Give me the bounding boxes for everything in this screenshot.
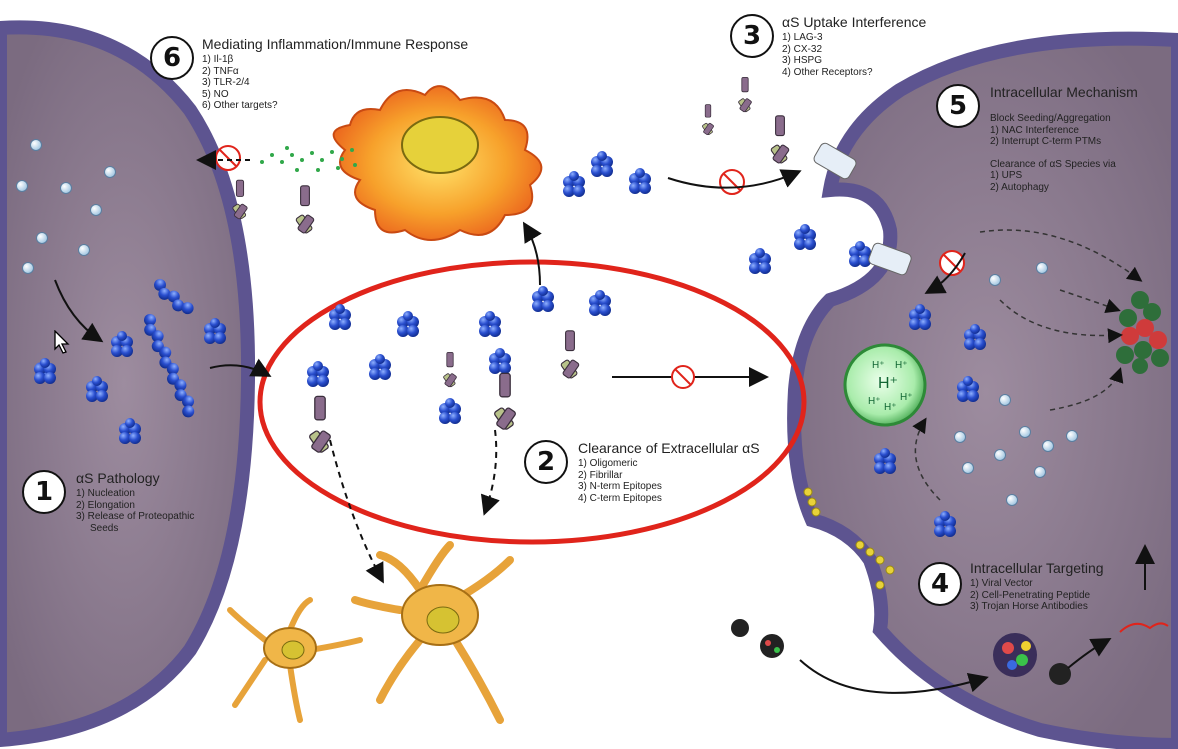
ring-to-neuron-arrow-1 [329, 439, 384, 584]
no-entry-icon [671, 365, 695, 389]
exocytosis-arrow [924, 252, 966, 294]
no-entry-icon [215, 145, 241, 171]
uptake-oligomers [563, 151, 871, 274]
microglia-icon [332, 85, 543, 241]
oligomers-ring [307, 286, 611, 424]
mrna-strand [1119, 622, 1169, 633]
svg-text:H⁺: H⁺ [868, 396, 881, 407]
section-number-2: 2 [524, 440, 568, 484]
vector-arrow [799, 659, 989, 694]
clearance-ring [257, 259, 807, 545]
no-entry-icon [719, 169, 745, 195]
targeting-title: Intracellular Targeting [970, 560, 1104, 576]
neuron-icon [227, 541, 514, 724]
svg-text:H⁺: H⁺ [900, 392, 913, 403]
svg-text:H⁺: H⁺ [878, 375, 898, 392]
section-number-3: 3 [730, 14, 774, 58]
intracellular-dashed-arrows [912, 229, 1143, 501]
section-number-6: 6 [150, 36, 194, 80]
receptor-icon [813, 142, 912, 276]
nucleation-arrow [54, 279, 104, 343]
mechanism-title: Intracellular Mechanism [990, 84, 1138, 100]
uptake-title: αS Uptake Interference [782, 14, 927, 30]
ring-to-microglia-arrow [522, 221, 542, 286]
antibodies-ring [308, 330, 581, 454]
clearance-title: Clearance of Extracellular αS [578, 440, 760, 456]
antibodies-uptake [701, 77, 791, 165]
lysosome-icon: H⁺ H⁺ H⁺ H⁺ H⁺ H⁺ [843, 343, 927, 427]
pathology-title: αS Pathology [76, 470, 160, 486]
svg-text:H⁺: H⁺ [895, 360, 908, 371]
cytokine-dots [260, 146, 357, 172]
section-number-5: 5 [936, 84, 980, 128]
cursor-icon [54, 329, 72, 359]
antibodies-inflammation [231, 179, 316, 235]
fibril-left [144, 279, 195, 418]
cell-penetrating-peptide [803, 487, 895, 590]
uptake-arrow [667, 169, 802, 189]
viral-vector [731, 619, 1071, 685]
left-cell [0, 20, 256, 748]
monomers-left [16, 139, 116, 274]
inflammation-title: Mediating Inflammation/Immune Response [202, 36, 469, 52]
section-number-4: 4 [918, 562, 962, 606]
section-number-1: 1 [22, 470, 66, 514]
ring-to-neuron-arrow-2 [480, 429, 500, 516]
no-entry-icon [939, 250, 965, 276]
release-arrow [209, 358, 272, 377]
svg-text:H⁺: H⁺ [872, 360, 885, 371]
vector-arrow-2 [1067, 638, 1112, 669]
monomers-right [954, 262, 1078, 506]
svg-text:H⁺: H⁺ [884, 402, 897, 413]
aggregate-icon [1116, 291, 1169, 374]
